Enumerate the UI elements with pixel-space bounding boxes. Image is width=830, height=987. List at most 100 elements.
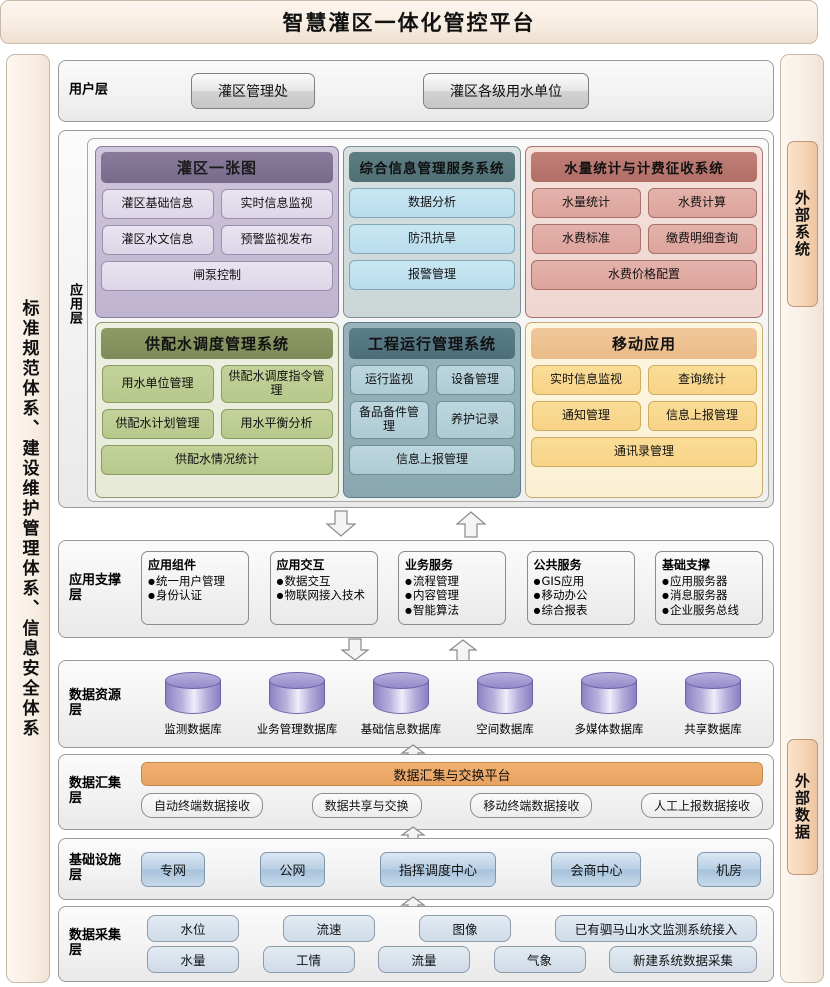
infra-item-public-network[interactable]: 公网 (260, 851, 325, 887)
acq-item-water-level[interactable]: 水位 (147, 915, 239, 942)
support-group-components[interactable]: 应用组件 统一用户管理 身份认证 (141, 551, 249, 625)
exchange-item-mobile-terminal[interactable]: 移动终端数据接收 (470, 793, 593, 818)
app-item-water-statistics[interactable]: 水量统计 (531, 188, 641, 218)
app-item-mobile-report[interactable]: 信息上报管理 (647, 401, 757, 431)
page-title: 智慧灌区一体化管控平台 (0, 0, 818, 44)
acq-item-water-volume[interactable]: 水量 (147, 946, 239, 973)
system-title-integrated-info: 综合信息管理服务系统 (349, 152, 515, 182)
support-group-public-services[interactable]: 公共服务 GIS应用 移动办公 综合报表 (526, 551, 635, 625)
database-monitoring[interactable]: 监测数据库 (141, 671, 245, 737)
layer-data-acquisition: 数据采集层 水位 流速 图像 已有驷马山水文监测系统接入 水量 工情 流量 气象… (58, 906, 774, 982)
app-item-contacts-mgmt[interactable]: 通讯录管理 (531, 437, 757, 467)
app-item-equipment-mgmt[interactable]: 设备管理 (435, 365, 515, 395)
app-item-data-analysis[interactable]: 数据分析 (349, 188, 515, 218)
acq-item-new-system[interactable]: 新建系统数据采集 (609, 946, 757, 973)
layer-application-support: 应用支撑层 应用组件 统一用户管理 身份认证 应用交互 数据交互 物联网接入技术… (58, 540, 774, 638)
system-card-engineering[interactable]: 工程运行管理系统 运行监视 设备管理 备品备件管理 养护记录 信息上报管理 (343, 322, 521, 498)
database-label: 基础信息数据库 (360, 721, 442, 736)
app-item-operation-monitor[interactable]: 运行监视 (349, 365, 429, 395)
external-system-label: 外部系统 (793, 190, 811, 258)
support-item: 内容管理 (405, 588, 499, 602)
layer-data-acquisition-label: 数据采集层 (69, 928, 122, 958)
acq-item-meteorology[interactable]: 气象 (493, 946, 586, 973)
app-item-spare-parts[interactable]: 备品备件管理 (349, 401, 429, 439)
support-group-title: 应用交互 (276, 558, 325, 572)
app-item-notice-mgmt[interactable]: 通知管理 (531, 401, 641, 431)
layer-user-label: 用户层 (69, 82, 109, 98)
support-item: 消息服务器 (662, 588, 756, 602)
exchange-item-auto-terminal[interactable]: 自动终端数据接收 (141, 793, 264, 818)
database-icon (477, 671, 533, 718)
support-item: 智能算法 (405, 603, 499, 617)
acq-item-image[interactable]: 图像 (419, 915, 511, 942)
database-shared[interactable]: 共享数据库 (661, 671, 765, 737)
app-item-maintenance-record[interactable]: 养护记录 (435, 401, 515, 439)
app-item-water-unit-mgmt[interactable]: 用水单位管理 (101, 365, 214, 403)
system-card-one-map[interactable]: 灌区一张图 灌区基础信息 实时信息监视 灌区水文信息 预警监视发布 闸泵控制 (95, 146, 339, 318)
system-card-mobile-app[interactable]: 移动应用 实时信息监视 查询统计 通知管理 信息上报管理 通讯录管理 (525, 322, 763, 498)
page-title-text: 智慧灌区一体化管控平台 (282, 11, 536, 35)
acq-item-flow-rate[interactable]: 流量 (378, 946, 470, 973)
data-exchange-platform-bar[interactable]: 数据汇集与交换平台 (141, 762, 763, 786)
database-multimedia[interactable]: 多媒体数据库 (557, 671, 661, 737)
acq-item-existing-simashan[interactable]: 已有驷马山水文监测系统接入 (555, 915, 757, 942)
support-group-infrastructure-support[interactable]: 基础支撑 应用服务器 消息服务器 企业服务总线 (655, 551, 763, 625)
layer-support-label: 应用支撑层 (69, 573, 122, 603)
layer-data-exchange-label: 数据汇集层 (69, 776, 122, 806)
support-item: 应用服务器 (662, 574, 756, 588)
app-item-mobile-query[interactable]: 查询统计 (647, 365, 757, 395)
infra-item-private-network[interactable]: 专网 (141, 851, 206, 887)
layer-infrastructure: 基础设施层 专网 公网 指挥调度中心 会商中心 机房 (58, 838, 774, 900)
layer-user: 用户层 灌区管理处 灌区各级用水单位 (58, 60, 774, 122)
support-group-title: 公共服务 (533, 558, 582, 572)
app-item-hydrology-info[interactable]: 灌区水文信息 (101, 225, 214, 255)
support-item: 统一用户管理 (148, 574, 242, 588)
app-item-mobile-realtime[interactable]: 实时信息监视 (531, 365, 641, 395)
app-item-fee-calculation[interactable]: 水费计算 (647, 188, 757, 218)
database-label: 共享数据库 (684, 721, 742, 736)
app-item-payment-query[interactable]: 缴费明细查询 (647, 224, 757, 254)
exchange-item-manual-report[interactable]: 人工上报数据接收 (640, 793, 763, 818)
app-item-flood-drought[interactable]: 防汛抗旱 (349, 224, 515, 254)
support-group-business-services[interactable]: 业务服务 流程管理 内容管理 智能算法 (398, 551, 506, 625)
acq-item-project-status[interactable]: 工情 (262, 946, 355, 973)
infra-item-command-center[interactable]: 指挥调度中心 (379, 851, 496, 887)
system-title-one-map: 灌区一张图 (101, 152, 333, 183)
app-item-water-balance[interactable]: 用水平衡分析 (220, 408, 333, 439)
app-item-gate-pump-control[interactable]: 闸泵控制 (101, 261, 333, 291)
user-item-management-office[interactable]: 灌区管理处 (191, 73, 315, 109)
infra-item-machine-room[interactable]: 机房 (696, 851, 761, 887)
app-item-supply-statistics[interactable]: 供配水情况统计 (101, 444, 333, 475)
external-data-label: 外部数据 (793, 773, 811, 841)
exchange-item-data-sharing[interactable]: 数据共享与交换 (311, 793, 422, 818)
infra-item-consultation-center[interactable]: 会商中心 (551, 851, 642, 887)
acq-item-flow-velocity[interactable]: 流速 (283, 915, 375, 942)
app-item-basic-info[interactable]: 灌区基础信息 (101, 189, 214, 219)
database-spatial[interactable]: 空间数据库 (453, 671, 557, 737)
app-item-supply-plan[interactable]: 供配水计划管理 (101, 408, 214, 439)
support-group-title: 应用组件 (148, 558, 197, 572)
app-item-dispatch-command[interactable]: 供配水调度指令管理 (220, 365, 333, 403)
user-item-water-units[interactable]: 灌区各级用水单位 (423, 73, 589, 109)
app-item-report-mgmt-eng[interactable]: 信息上报管理 (349, 444, 515, 475)
database-basic-info[interactable]: 基础信息数据库 (349, 671, 453, 737)
support-item: 移动办公 (534, 588, 628, 602)
system-card-integrated-info[interactable]: 综合信息管理服务系统 数据分析 防汛抗旱 报警管理 (343, 146, 521, 318)
database-business-management[interactable]: 业务管理数据库 (245, 671, 349, 737)
database-label: 业务管理数据库 (256, 721, 338, 736)
support-group-interaction[interactable]: 应用交互 数据交互 物联网接入技术 (269, 551, 378, 625)
database-icon (373, 671, 429, 718)
database-icon (269, 671, 325, 718)
app-item-warning-publish[interactable]: 预警监视发布 (220, 225, 333, 255)
support-item: 企业服务总线 (662, 603, 756, 617)
app-item-alarm-management[interactable]: 报警管理 (349, 260, 515, 290)
arrow-down-support-to-data (340, 638, 370, 661)
system-card-water-dispatch[interactable]: 供配水调度管理系统 用水单位管理 供配水调度指令管理 供配水计划管理 用水平衡分… (95, 322, 339, 498)
database-icon (165, 671, 221, 718)
app-item-fee-standard[interactable]: 水费标准 (531, 224, 641, 254)
app-item-price-config[interactable]: 水费价格配置 (531, 260, 757, 290)
app-item-realtime-monitor[interactable]: 实时信息监视 (220, 189, 333, 219)
support-item: 综合报表 (534, 603, 628, 617)
system-card-water-fee[interactable]: 水量统计与计费征收系统 水量统计 水费计算 水费标准 缴费明细查询 水费价格配置 (525, 146, 763, 318)
